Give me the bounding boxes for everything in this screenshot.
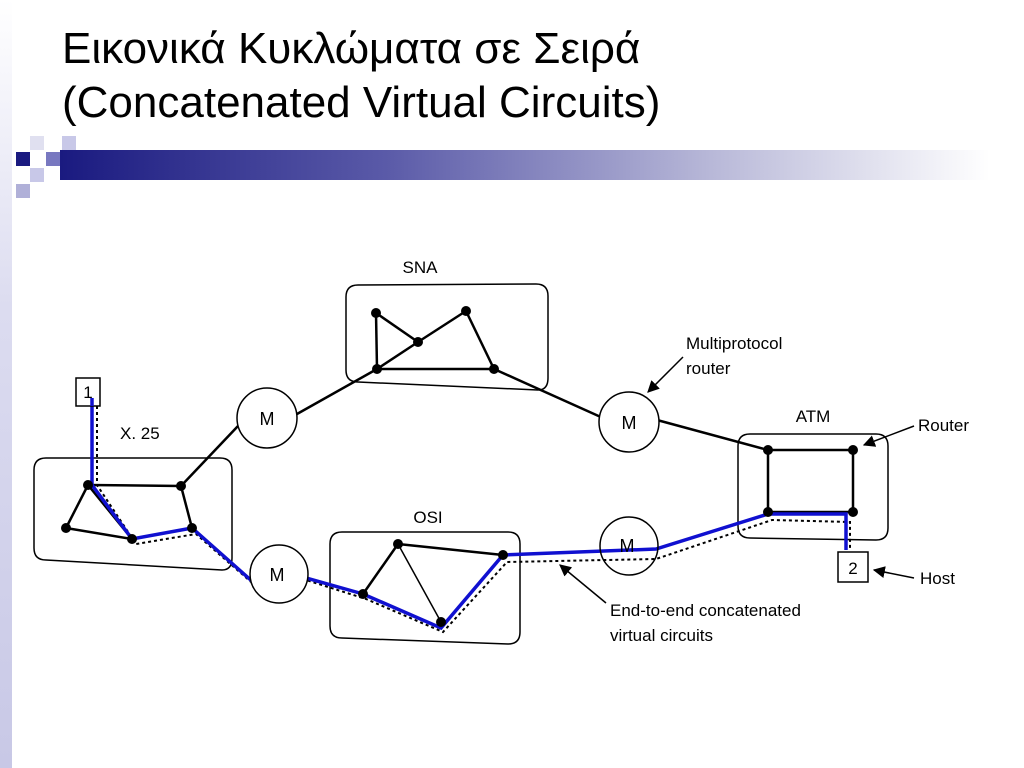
network-nodes — [61, 306, 858, 627]
svg-text:M: M — [620, 536, 635, 556]
decor-square — [30, 136, 44, 150]
dotted-virtual-circuit — [96, 400, 851, 634]
decor-square — [46, 152, 60, 166]
title-line-greek: Εικονικά Κυκλώματα σε Σειρά — [62, 24, 641, 73]
label-multiprotocol: Multiprotocol — [686, 334, 782, 353]
svg-text:M: M — [260, 409, 275, 429]
slide-title: Εικονικά Κυκλώματα σε Σειρά (Concatenate… — [62, 22, 660, 130]
host-2: 2 — [837, 551, 869, 583]
osi-network-box — [329, 531, 521, 645]
label-e2e-line1: End-to-end concatenated — [610, 601, 801, 620]
label-router-word: router — [686, 359, 731, 378]
svg-text:1: 1 — [83, 383, 92, 402]
router-m-top-left: M — [236, 387, 298, 449]
x25-network-box — [33, 457, 233, 571]
decor-square — [16, 184, 30, 198]
svg-text:2: 2 — [848, 559, 857, 578]
left-decor-strip — [0, 0, 12, 768]
label-x25: X. 25 — [120, 424, 160, 443]
router-m-bottom-right: M — [599, 516, 659, 576]
inter-network-links — [180, 367, 769, 487]
title-line-english: (Concatenated Virtual Circuits) — [62, 78, 661, 127]
svg-text:M: M — [270, 565, 285, 585]
decor-square — [30, 168, 44, 182]
svg-text:M: M — [622, 413, 637, 433]
decor-square — [62, 136, 76, 150]
osi-links — [361, 542, 504, 623]
end-to-end-path — [90, 398, 848, 631]
host-1: 1 — [75, 377, 101, 407]
label-osi: OSI — [413, 508, 442, 527]
router-m-bottom-left: M — [249, 544, 309, 604]
atm-links — [766, 448, 855, 514]
label-router-callout: Router — [918, 416, 969, 435]
label-e2e-line2: virtual circuits — [610, 626, 713, 645]
sna-links — [374, 309, 496, 371]
label-host-callout: Host — [920, 569, 955, 588]
label-atm: ATM — [796, 407, 831, 426]
label-sna: SNA — [403, 258, 439, 277]
router-m-top-right: M — [598, 391, 660, 453]
title-accent-bar — [60, 150, 990, 180]
decor-square — [16, 152, 30, 166]
